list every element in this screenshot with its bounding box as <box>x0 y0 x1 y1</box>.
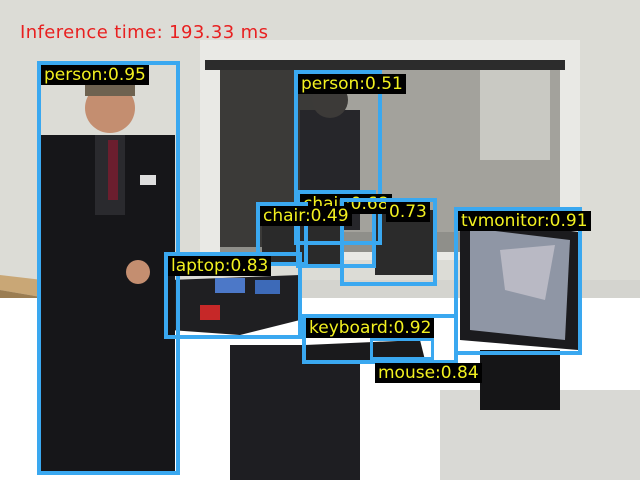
inference-time-text: Inference time: 193.33 ms <box>20 22 269 43</box>
detection-box-keyboard: keyboard:0.92 <box>302 314 458 364</box>
detection-label: keyboard:0.92 <box>306 318 435 338</box>
detection-label: mouse:0.84 <box>375 363 482 383</box>
detection-box-chair-2: chair:0.49 <box>256 202 352 266</box>
detection-box-person-2: person:0.51 <box>294 70 406 245</box>
detection-box-person-1: person:0.95 <box>37 61 180 475</box>
detection-label: chair:0.49 <box>260 206 352 226</box>
detection-box-tvmonitor: tvmonitor:0.91 <box>454 207 591 355</box>
detection-label: person:0.51 <box>298 74 406 94</box>
detection-label: laptop:0.83 <box>168 256 272 276</box>
detection-box-0-73: 0.73 <box>340 198 437 286</box>
detection-label: tvmonitor:0.91 <box>458 211 591 231</box>
detection-label: person:0.95 <box>41 65 149 85</box>
detection-box-mouse: mouse:0.84 <box>370 338 482 383</box>
detection-label: 0.73 <box>386 202 430 222</box>
detection-box-laptop: laptop:0.83 <box>164 252 302 339</box>
